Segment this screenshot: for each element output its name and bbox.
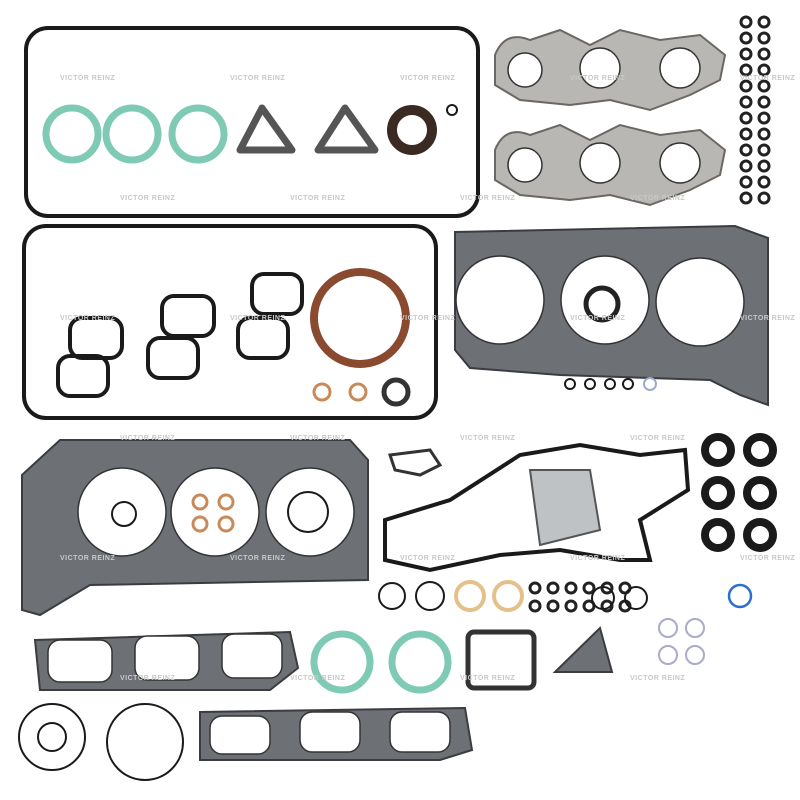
watermark-text: VICTOR REINZ [230,315,285,322]
exhaust-ring [388,630,452,694]
large-oring [106,703,184,781]
watermark-text: VICTOR REINZ [230,555,285,562]
valve-stem-seal [528,581,542,595]
watermark-text: VICTOR REINZ [400,75,455,82]
valve-stem-seal [739,63,753,77]
large-oring [18,703,86,771]
valve-stem-seal [757,175,771,189]
spark-plug-tube-seal [42,104,102,164]
valve-stem-seal [739,159,753,173]
valve-stem-seal [739,15,753,29]
triangle-gasket [236,104,296,154]
spark-plug-tube-seal [168,104,228,164]
valve-stem-seal [546,581,560,595]
watermark-text: VICTOR REINZ [630,675,685,682]
valve-stem-seal [757,127,771,141]
thermostat-gasket [387,448,443,477]
oil-seal [381,377,411,407]
watermark-text: VICTOR REINZ [400,555,455,562]
timing-cover-seal [310,268,410,368]
small-oring [446,104,458,116]
watermark-text: VICTOR REINZ [740,555,795,562]
watermark-text: VICTOR REINZ [120,195,175,202]
watermark-text: VICTOR REINZ [740,315,795,322]
watermark-text: VICTOR REINZ [60,75,115,82]
cylinder-head-gasket-left [21,439,369,617]
exhaust-manifold-gasket-upper [494,28,727,112]
valve-stem-seal [757,95,771,109]
valve-stem-seal [739,175,753,189]
valve-stem-seal [600,599,614,613]
valve-stem-seal [739,31,753,45]
rubber-seal-grid [701,433,777,552]
watermark-text: VICTOR REINZ [570,555,625,562]
valve-stem-seal [739,143,753,157]
assorted-orings [378,580,753,665]
watermark-text: VICTOR REINZ [460,195,515,202]
valve-stem-seal [739,79,753,93]
watermark-text: VICTOR REINZ [60,315,115,322]
water-pump-gasket [383,442,691,573]
valve-stem-seal [757,15,771,29]
valve-stem-seal [757,31,771,45]
intake-manifold-gasket-lower [199,706,474,761]
watermark-text: VICTOR REINZ [630,195,685,202]
copper-washer [348,382,368,402]
valve-stem-seal [739,47,753,61]
valve-stem-seal [582,581,596,595]
valve-stem-seal [618,581,632,595]
valve-stem-seal [546,599,560,613]
exhaust-ring [310,630,374,694]
cylinder-head-gasket-right [454,224,769,407]
watermark-text: VICTOR REINZ [290,435,345,442]
watermark-text: VICTOR REINZ [290,195,345,202]
valve-stem-seal [757,111,771,125]
triangle-gasket [314,104,379,154]
valve-stem-seal [757,47,771,61]
valve-stem-seal [528,599,542,613]
brand-watermarks: VICTOR REINZ VICTOR REINZ VICTOR REINZ VICT… [60,75,795,682]
small-oring [37,722,67,752]
small-orings-row [564,377,657,391]
exhaust-manifold-gasket-lower [494,123,727,207]
watermark-text: VICTOR REINZ [460,675,515,682]
valve-stem-seal [582,599,596,613]
valve-cover-gasket-lower [22,224,438,420]
valve-stem-seal [757,159,771,173]
watermark-text: VICTOR REINZ [570,315,625,322]
throttle-body-gasket [465,629,537,691]
valve-stem-seal [564,599,578,613]
watermark-text: VICTOR REINZ [60,555,115,562]
watermark-text: VICTOR REINZ [400,315,455,322]
watermark-text: VICTOR REINZ [290,675,345,682]
watermark-text: VICTOR REINZ [570,75,625,82]
watermark-text: VICTOR REINZ [120,675,175,682]
watermark-text: VICTOR REINZ [230,75,285,82]
valve-stem-seal [757,63,771,77]
valve-stem-seal [739,111,753,125]
watermark-text: VICTOR REINZ [630,435,685,442]
valve-stem-seal [757,79,771,93]
triangle-cover-gasket [552,626,614,673]
watermark-text: VICTOR REINZ [740,75,795,82]
spark-plug-tube-seal [102,104,162,164]
copper-washer [312,382,332,402]
intake-manifold-gasket-upper [33,630,300,691]
valve-stem-seal [739,191,753,205]
watermark-text: VICTOR REINZ [120,435,175,442]
valve-stem-seal [757,143,771,157]
valve-stem-seal [564,581,578,595]
valve-stem-seal [739,127,753,141]
valve-cover-gasket-upper [24,26,480,218]
intake-plenum-gasket [56,272,304,398]
valve-stem-seal [757,191,771,205]
watermark-text: VICTOR REINZ [460,435,515,442]
valve-stem-seal [739,95,753,109]
crank-seal [387,105,437,155]
